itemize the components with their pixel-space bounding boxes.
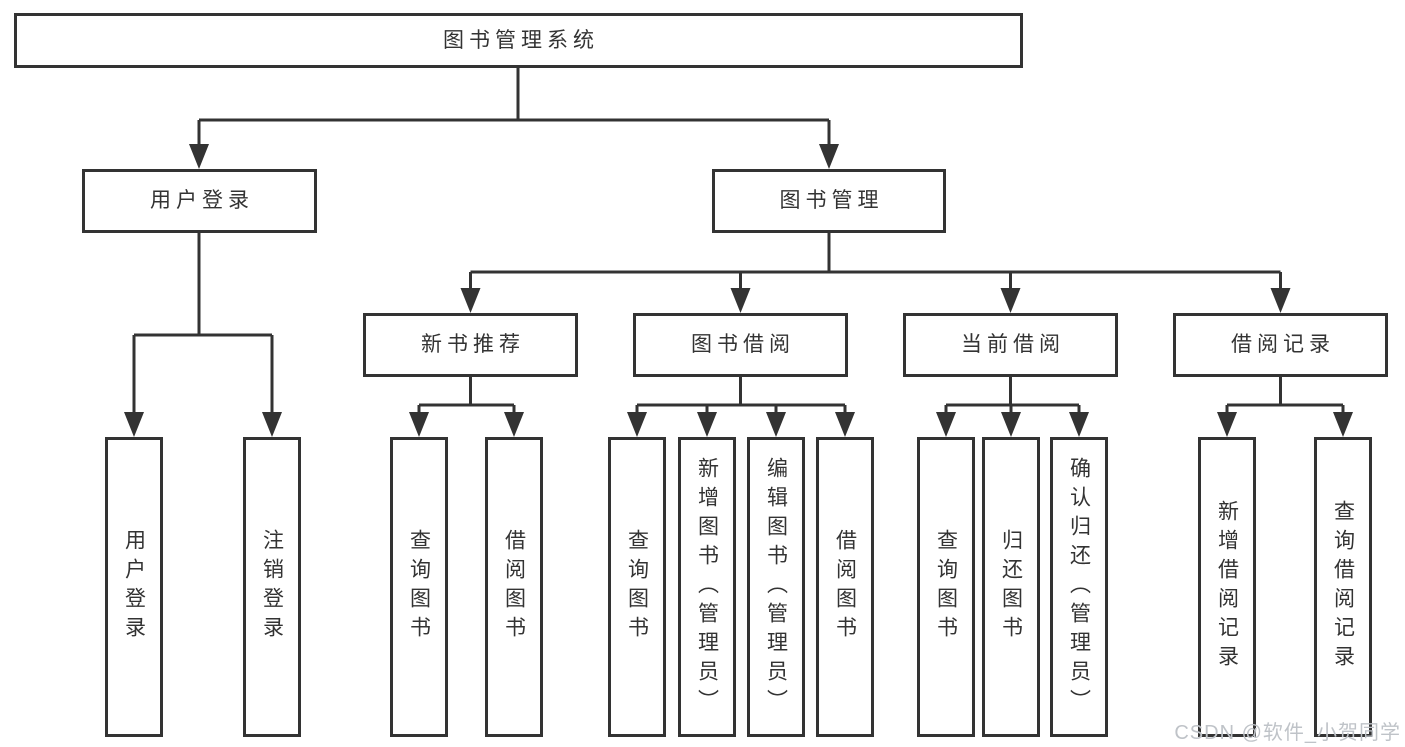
leaf-add-borrow-record: 新增借阅记录 [1198,437,1256,737]
node-user-login: 用户登录 [82,169,317,233]
leaf-query-borrow-record: 查询借阅记录 [1314,437,1372,737]
leaf-add-book-admin: 新增图书（管理员） [678,437,736,737]
leaf-recommend-borrow-books: 借阅图书 [485,437,543,737]
leaf-current-query-books: 查询图书 [917,437,975,737]
node-borrow-records: 借阅记录 [1173,313,1388,377]
node-book-borrow: 图书借阅 [633,313,848,377]
leaf-user-login: 用户登录 [105,437,163,737]
leaf-return-book: 归还图书 [982,437,1040,737]
node-current-borrow: 当前借阅 [903,313,1118,377]
leaf-confirm-return-admin: 确认归还（管理员） [1050,437,1108,737]
node-book-management: 图书管理 [712,169,946,233]
leaf-logout: 注销登录 [243,437,301,737]
watermark: CSDN @软件_小贺同学 [1174,722,1401,744]
node-new-book-recommend: 新书推荐 [363,313,578,377]
leaf-borrow-books: 借阅图书 [816,437,874,737]
node-root: 图书管理系统 [14,13,1023,68]
leaf-borrow-query-books: 查询图书 [608,437,666,737]
leaf-edit-book-admin: 编辑图书（管理员） [747,437,805,737]
leaf-recommend-query-books: 查询图书 [390,437,448,737]
